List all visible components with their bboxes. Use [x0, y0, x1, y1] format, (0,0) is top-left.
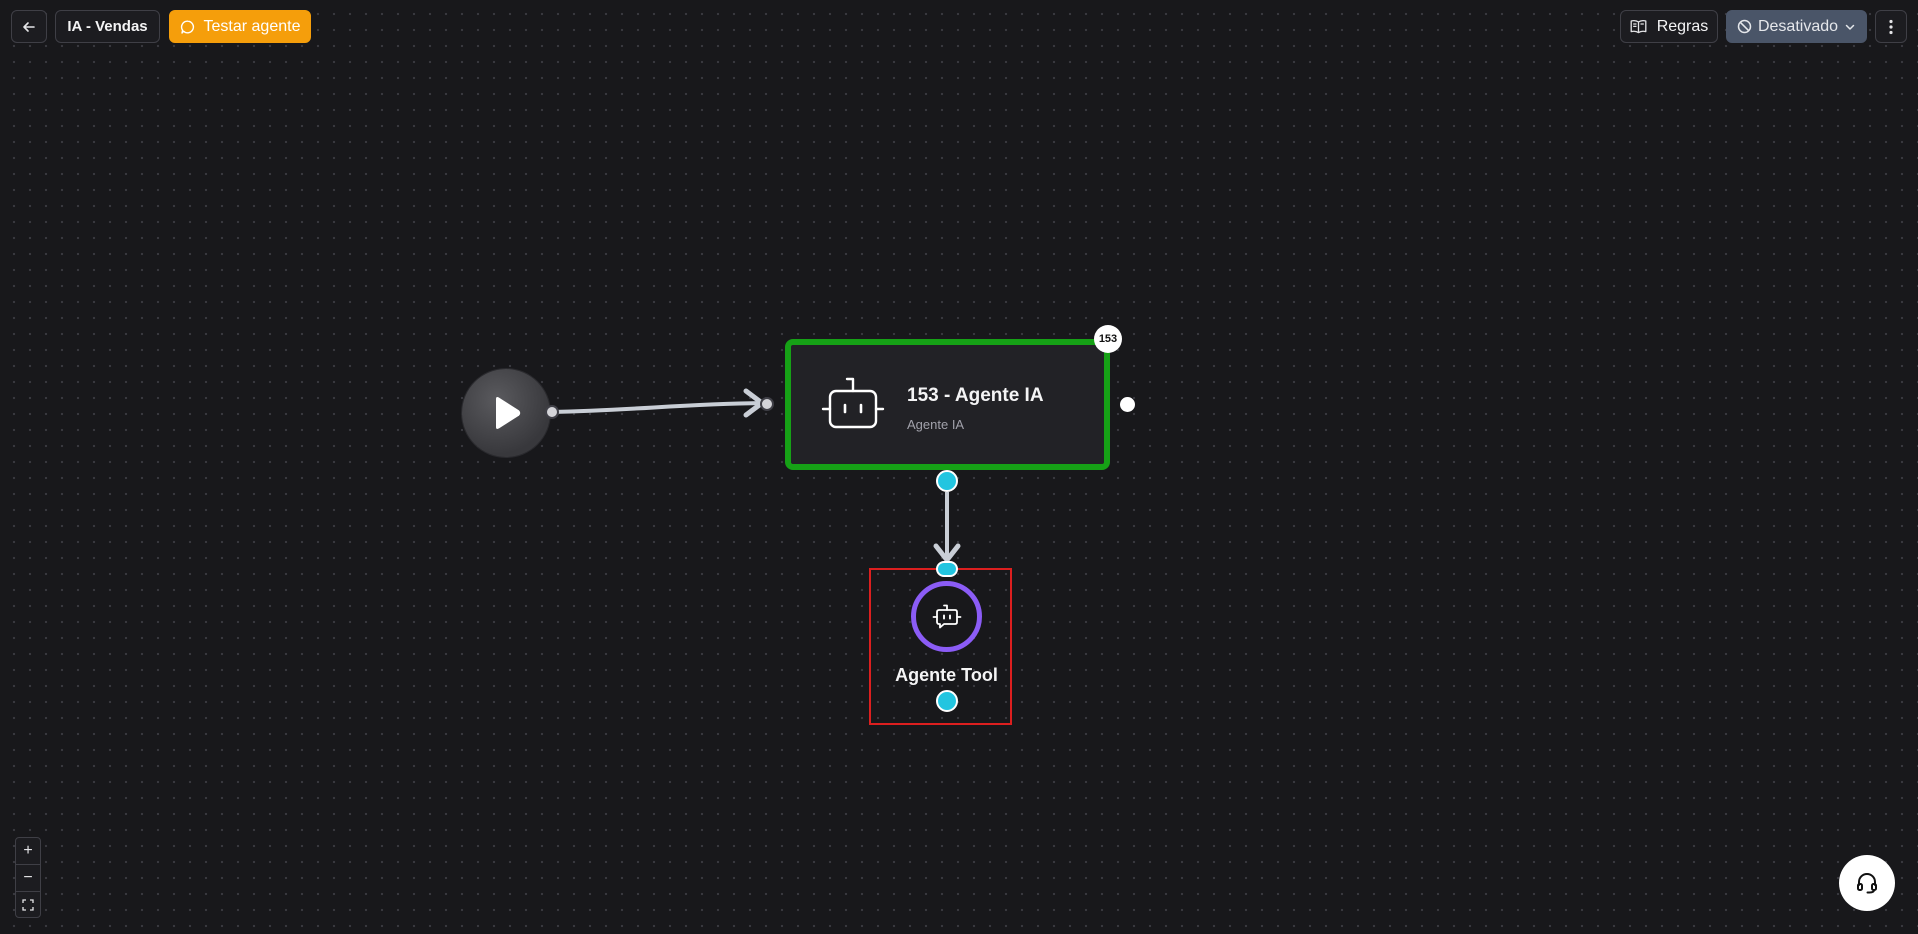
- flow-name-button[interactable]: IA - Vendas: [55, 10, 160, 43]
- fit-view-button[interactable]: [16, 892, 40, 918]
- support-button[interactable]: [1839, 855, 1895, 911]
- start-node[interactable]: [462, 369, 550, 457]
- rules-button[interactable]: Regras: [1620, 10, 1718, 43]
- status-label: Desativado: [1757, 17, 1839, 35]
- zoom-in-button[interactable]: +: [16, 838, 40, 865]
- robot-icon: [821, 377, 885, 429]
- tool-node-label: Agente Tool: [895, 665, 998, 685]
- ban-icon: [1737, 19, 1752, 34]
- flow-name: IA - Vendas: [67, 18, 148, 35]
- bot-message-icon: [932, 604, 961, 628]
- book-open-icon: [1630, 20, 1647, 34]
- zoom-controls: + −: [15, 837, 41, 918]
- start-output-handle[interactable]: [545, 405, 559, 419]
- headset-icon: [1857, 873, 1877, 894]
- chat-bubble-icon: [180, 20, 194, 34]
- zoom-in-label: +: [23, 842, 33, 859]
- chevron-down-icon: [1845, 24, 1855, 30]
- zoom-out-label: −: [23, 869, 33, 886]
- agent-input-handle[interactable]: [760, 397, 774, 411]
- play-icon: [496, 397, 521, 429]
- back-button[interactable]: [11, 10, 47, 43]
- arrow-left-icon: [23, 21, 35, 32]
- rules-label: Regras: [1656, 17, 1709, 35]
- zoom-out-button[interactable]: −: [16, 865, 40, 892]
- agent-node-badge: 153: [1094, 325, 1122, 353]
- dots-vertical-icon: [1889, 19, 1893, 34]
- agente-tool-node[interactable]: [911, 581, 982, 652]
- more-options-button[interactable]: [1875, 10, 1907, 43]
- agent-node-title: 153 - Agente IA: [907, 385, 1044, 406]
- agent-node-subtitle: Agente IA: [907, 417, 965, 432]
- agent-output-handle[interactable]: [1120, 397, 1135, 412]
- status-dropdown[interactable]: Desativado: [1726, 10, 1867, 43]
- agent-ia-node[interactable]: 153 - Agente IA Agente IA: [785, 339, 1110, 470]
- agent-tool-handle[interactable]: [936, 470, 958, 492]
- tool-input-handle[interactable]: [936, 561, 958, 577]
- test-agent-label: Testar agente: [203, 17, 301, 35]
- tool-output-handle[interactable]: [936, 690, 958, 712]
- fit-view-icon: [22, 899, 34, 911]
- test-agent-button[interactable]: Testar agente: [169, 10, 311, 43]
